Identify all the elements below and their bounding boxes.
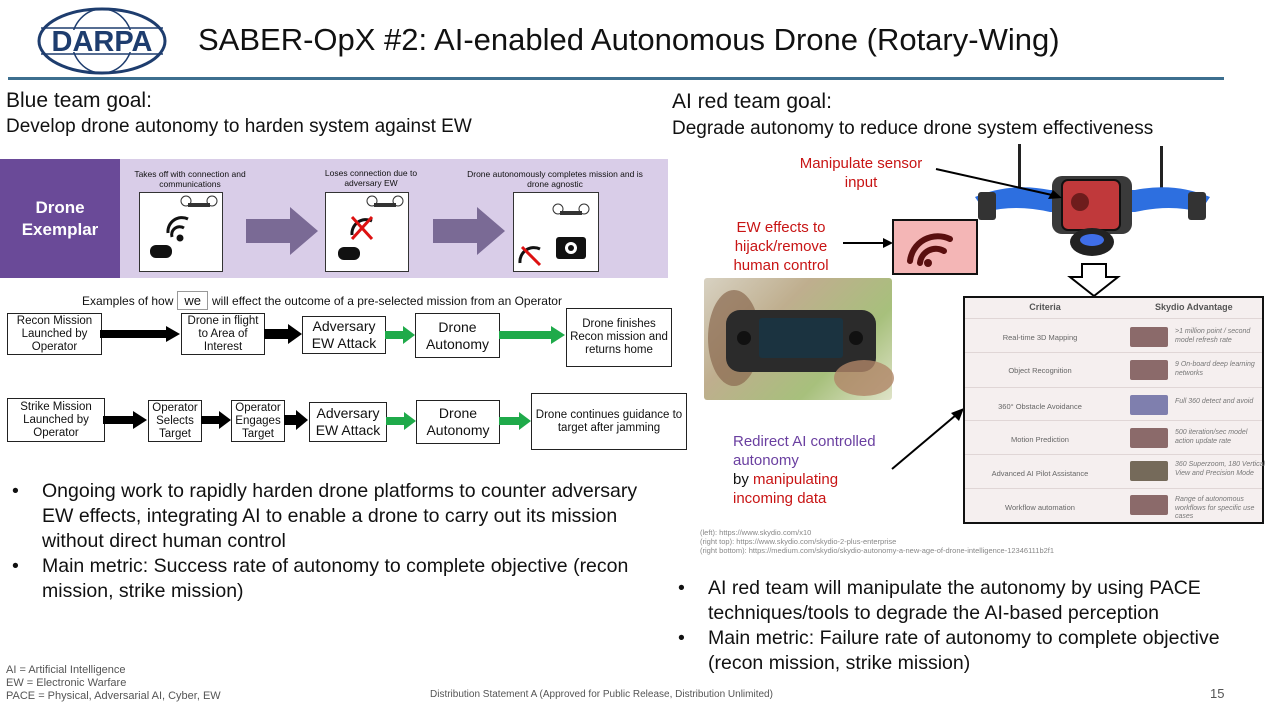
- blue-bullet: Main metric: Success rate of autonomy to…: [6, 554, 646, 604]
- ew-signal-box: [892, 219, 978, 275]
- step-caption-3: Drone autonomously completes mission and…: [467, 169, 643, 189]
- recon-step-autonomy: Drone Autonomy: [415, 313, 500, 358]
- signal-lost-icon: [518, 245, 542, 267]
- skydio-criteria-table: Criteria Skydio Advantage Real-time 3D M…: [963, 296, 1265, 524]
- strike-step-autonomy: Drone Autonomy: [416, 400, 500, 444]
- step-caption-2: Loses connection due to adversary EW: [324, 168, 418, 188]
- black-arrow: [284, 410, 308, 435]
- recon-step-finish: Drone finishes Recon mission and returns…: [566, 308, 672, 367]
- distribution-statement: Distribution Statement A (Approved for P…: [430, 689, 773, 700]
- signal-icon: [907, 233, 953, 267]
- red-goal-heading: AI red team goal:: [672, 90, 832, 113]
- page-number: 15: [1210, 686, 1225, 701]
- recon-step-flight: Drone in flight to Area of Interest: [181, 313, 265, 355]
- red-bullet: AI red team will manipulate the autonomy…: [672, 576, 1260, 626]
- recon-step-launch: Recon Mission Launched by Operator: [7, 313, 102, 355]
- step-panel-2: [325, 192, 409, 272]
- recon-step-ew-attack: Adversary EW Attack: [302, 316, 386, 354]
- table-row: 360° Obstacle Avoidance Full 360 detect …: [965, 387, 1262, 421]
- blue-bullet-list: Ongoing work to rapidly harden drone pla…: [6, 479, 646, 604]
- drone-icon: [366, 195, 404, 207]
- thumbnail-image: [1130, 360, 1168, 380]
- strike-step-select: Operator Selects Target: [148, 400, 202, 442]
- table-row: Motion Prediction 500 iteration/sec mode…: [965, 420, 1262, 454]
- green-arrow: [386, 412, 416, 435]
- image-sources: (left): https://www.skydio.com/x10 (righ…: [700, 528, 1055, 555]
- table-row: Advanced AI Pilot Assistance 360 Superzo…: [965, 454, 1265, 488]
- black-arrow: [100, 326, 180, 347]
- pointer-arrow-redirect: [888, 405, 968, 480]
- strike-step-launch: Strike Mission Launched by Operator: [7, 398, 105, 442]
- pointer-arrow-sensor: [934, 165, 1064, 210]
- pointer-arrow-ew: [843, 236, 893, 255]
- logo-text: DARPA: [52, 26, 153, 58]
- green-arrow: [499, 326, 565, 349]
- camera-icon: [556, 237, 586, 259]
- thumbnail-image: [1130, 395, 1168, 415]
- anno-redirect: Redirect AI controlled autonomy by manip…: [733, 433, 876, 507]
- thumbnail-image: [1130, 461, 1168, 481]
- anno-sensor-input: Manipulate sensor input: [799, 155, 923, 191]
- drone-exemplar-label: Drone Exemplar: [0, 159, 120, 278]
- black-arrow: [201, 411, 231, 434]
- page-title: SABER-OpX #2: AI-enabled Autonomous Dron…: [198, 22, 1060, 57]
- footnotes: AI = Artificial Intelligence EW = Electr…: [6, 664, 221, 702]
- signal-lost-icon: [350, 215, 374, 241]
- red-bullet-list: AI red team will manipulate the autonomy…: [672, 576, 1260, 676]
- table-row: Workflow automation Range of autonomous …: [965, 488, 1262, 522]
- flow-arrow-2: [433, 207, 505, 260]
- drone-icon: [180, 195, 218, 207]
- thumbnail-image: [1130, 327, 1168, 347]
- black-arrow: [103, 411, 147, 434]
- title-divider: [8, 77, 1224, 80]
- drone-image: [970, 142, 1215, 260]
- step-panel-1: [139, 192, 223, 272]
- flow-arrow-1: [246, 207, 318, 260]
- down-arrow: [1067, 263, 1121, 302]
- step-panel-3: [513, 192, 599, 272]
- strike-step-engage: Operator Engages Target: [231, 400, 285, 442]
- blue-goal-subheading: Develop drone autonomy to harden system …: [6, 116, 472, 137]
- strike-step-finish: Drone continues guidance to target after…: [531, 393, 687, 450]
- thumbnail-image: [1130, 495, 1168, 515]
- table-row: Real-time 3D Mapping >1 million point / …: [965, 318, 1262, 352]
- black-arrow: [264, 324, 302, 349]
- red-goal-subheading: Degrade autonomy to reduce drone system …: [672, 118, 1154, 139]
- step-caption-1: Takes off with connection and communicat…: [134, 169, 246, 189]
- strike-step-ew-attack: Adversary EW Attack: [309, 402, 387, 442]
- red-bullet: Main metric: Failure rate of autonomy to…: [672, 626, 1260, 676]
- drone-icon: [552, 203, 590, 215]
- table-header-criteria: Criteria: [1029, 302, 1061, 312]
- darpa-logo: DARPA: [36, 6, 168, 76]
- controller-photo: [704, 278, 894, 400]
- green-arrow: [499, 412, 531, 435]
- signal-icon: [166, 216, 189, 242]
- anno-ew-effects: EW effects to hijack/remove human contro…: [733, 219, 829, 274]
- table-row: Object Recognition 9 On-board deep learn…: [965, 352, 1262, 386]
- gamepad-icon: [338, 247, 360, 260]
- green-arrow: [385, 326, 415, 349]
- thumbnail-image: [1130, 428, 1168, 448]
- blue-bullet: Ongoing work to rapidly harden drone pla…: [6, 479, 646, 554]
- blue-goal-heading: Blue team goal:: [6, 89, 152, 112]
- table-header-advantage: Skydio Advantage: [1155, 302, 1233, 312]
- gamepad-icon: [150, 245, 172, 258]
